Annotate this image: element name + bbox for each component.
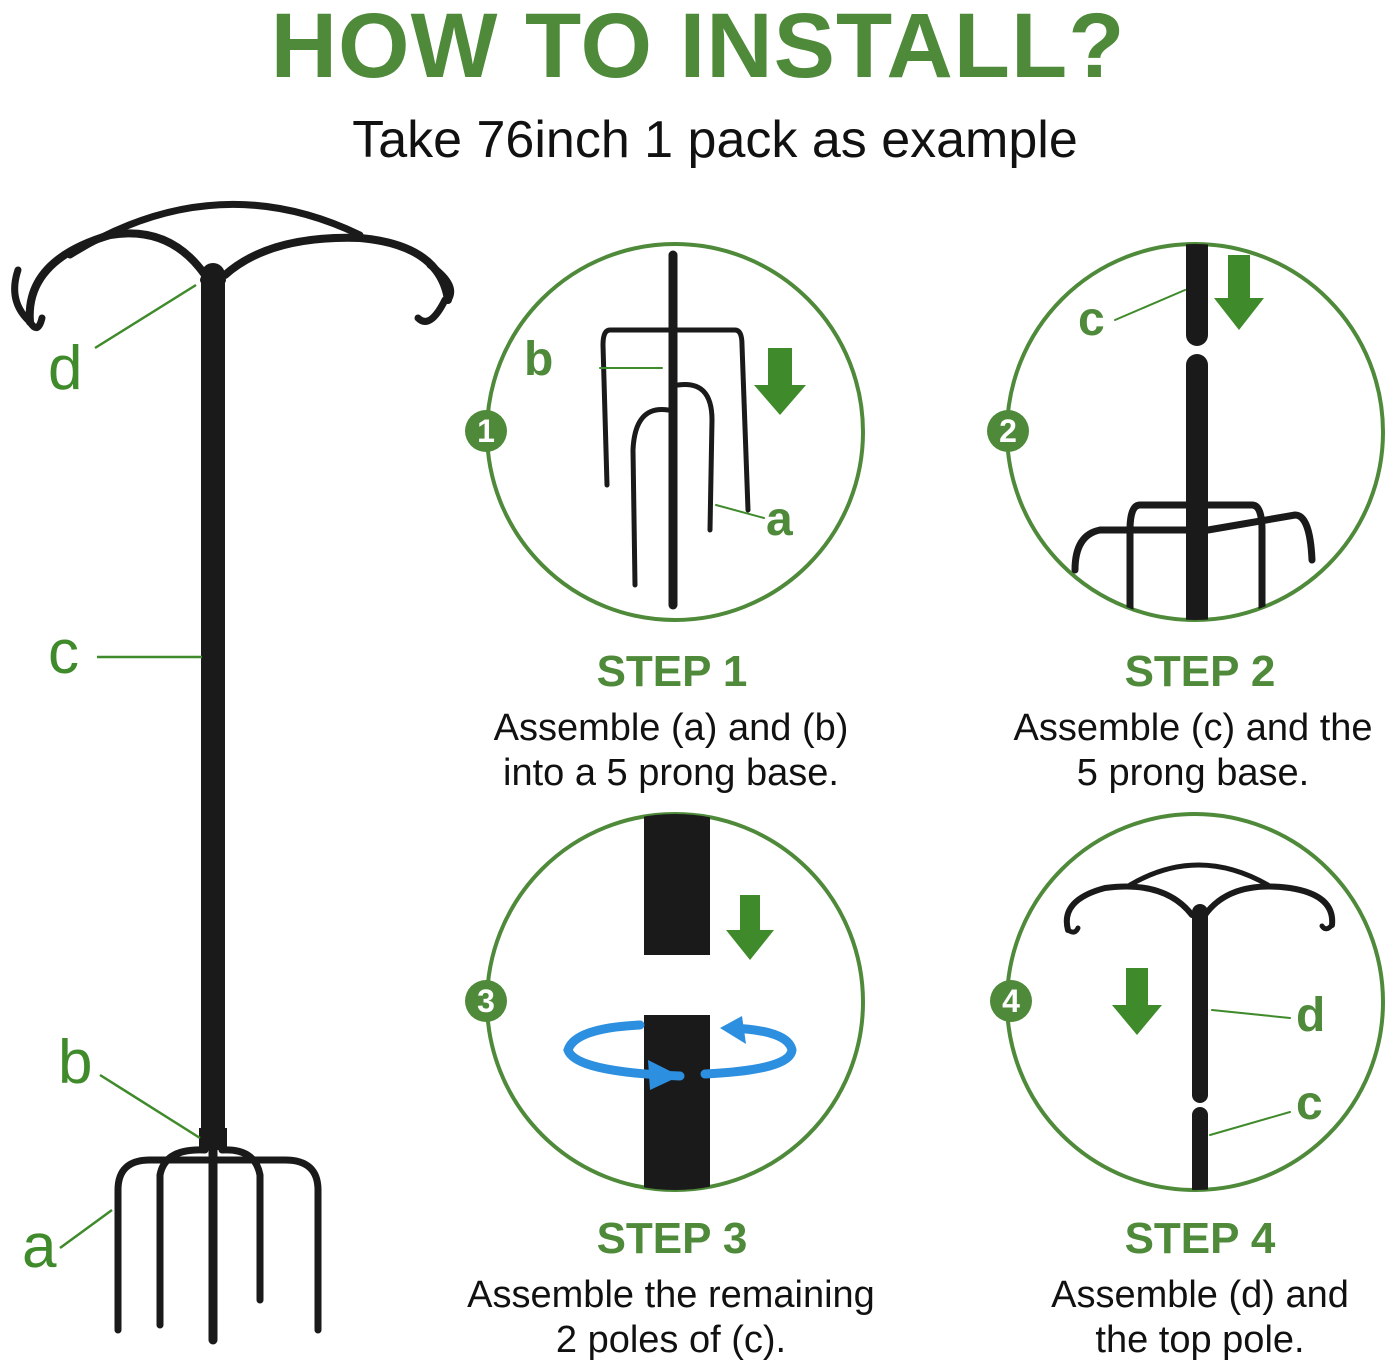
- page-title: HOW TO INSTALL?: [270, 0, 1126, 97]
- step-1-label-b: b: [524, 333, 554, 386]
- step-4-title: STEP 4: [1124, 1214, 1276, 1263]
- part-label-b: b: [58, 1028, 93, 1097]
- step-1-badge: 1: [465, 410, 507, 452]
- step-1-label-a: a: [766, 493, 793, 546]
- step-4-label-d: d: [1296, 989, 1326, 1042]
- step-4-badge: 4: [990, 980, 1032, 1022]
- step-3-title: STEP 3: [596, 1214, 748, 1263]
- step-3-badge: 3: [465, 980, 507, 1022]
- page-subtitle: Take 76inch 1 pack as example: [352, 111, 1078, 169]
- part-label-c: c: [48, 618, 79, 687]
- step-4-label-c: c: [1296, 1077, 1323, 1130]
- part-label-a: a: [22, 1212, 57, 1281]
- step-2-badge: 2: [987, 410, 1029, 452]
- rotate-arrows: [563, 1020, 797, 1081]
- step-4-art: [1063, 862, 1336, 1190]
- step-2-title: STEP 2: [1124, 647, 1276, 696]
- step-2-art: [1071, 244, 1316, 620]
- part-label-d: d: [48, 334, 83, 403]
- step-1-title: STEP 1: [596, 647, 748, 696]
- step-1-art: [599, 250, 765, 610]
- shepherd-hook-assembled: [11, 200, 455, 1345]
- step-1-description: Assemble (a) and (b)into a 5 prong base.: [493, 707, 849, 794]
- step-2-label-c: c: [1078, 293, 1105, 346]
